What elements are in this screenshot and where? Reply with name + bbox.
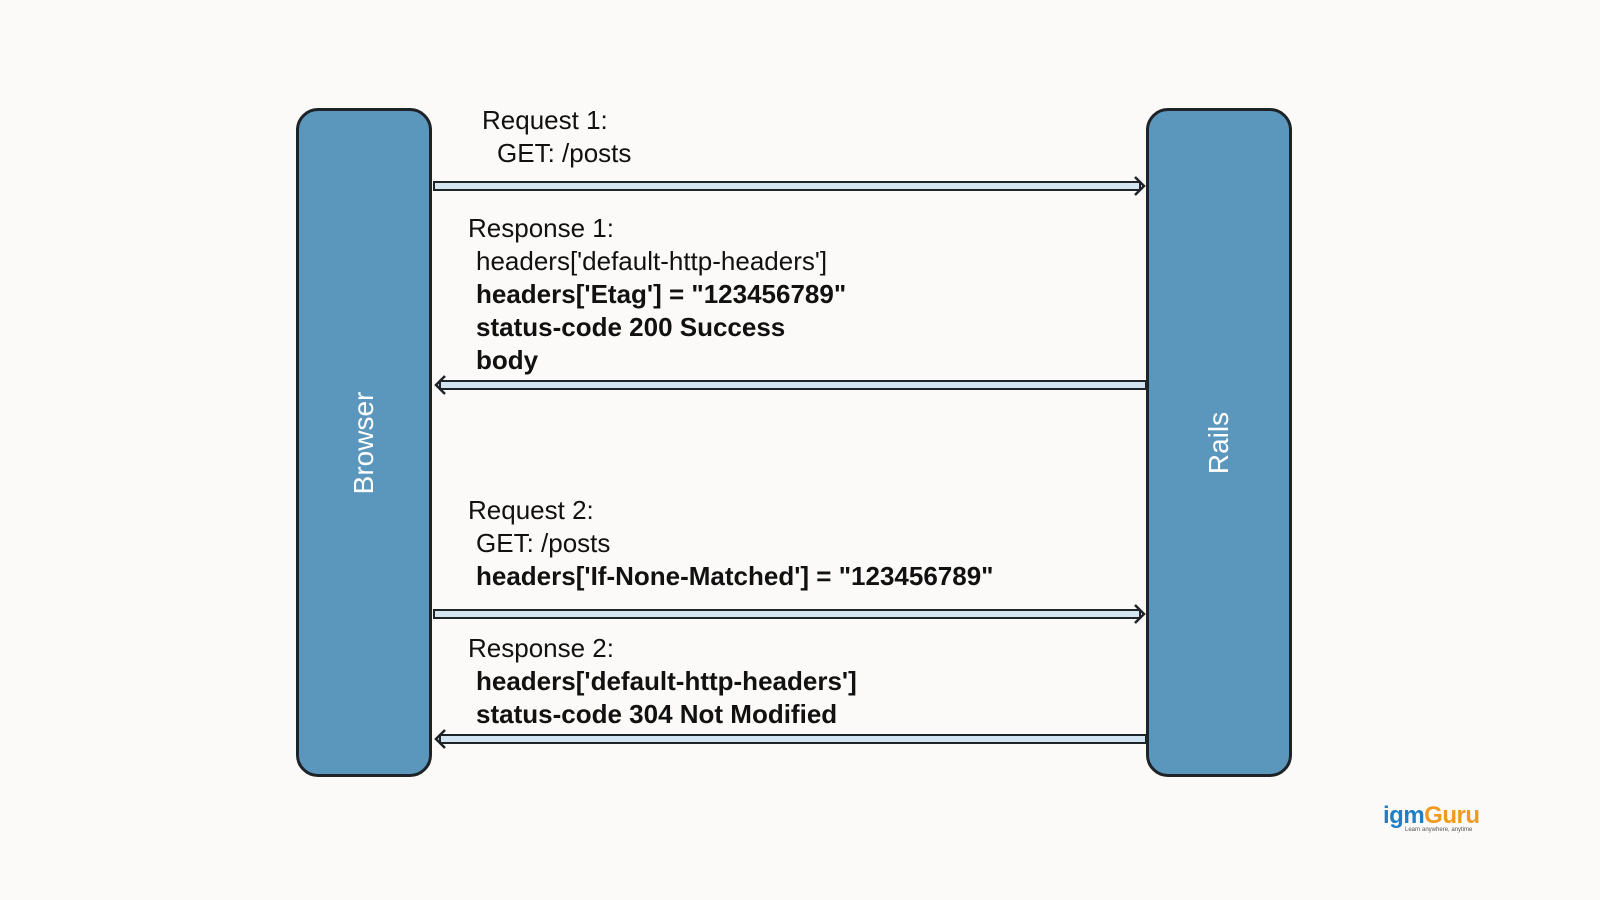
logo-tagline: Learn anywhere, anytime xyxy=(1405,827,1473,833)
response-1-line: headers['default-http-headers'] xyxy=(476,246,828,276)
request-2-title: Request 2: xyxy=(468,495,594,525)
response-1-line: status-code 200 Success xyxy=(476,312,786,342)
arrow-request-1 xyxy=(433,176,1146,196)
response-2-label: Response 2: headers['default-http-header… xyxy=(468,632,857,731)
arrow-response-2 xyxy=(434,729,1147,749)
igmguru-logo: igmGuru Learn anywhere, anytime xyxy=(1383,802,1480,833)
request-2-line: GET: /posts xyxy=(476,528,611,558)
request-1-line: GET: /posts xyxy=(497,138,632,168)
arrow-response-1 xyxy=(434,375,1147,395)
request-2-line: headers['If-None-Matched'] = "123456789" xyxy=(476,561,994,591)
rails-lane: Rails xyxy=(1146,108,1292,777)
browser-lane: Browser xyxy=(296,108,432,777)
response-2-line: status-code 304 Not Modified xyxy=(476,699,838,729)
response-2-title: Response 2: xyxy=(468,633,614,663)
request-1-title: Request 1: xyxy=(482,105,608,135)
response-1-title: Response 1: xyxy=(468,213,614,243)
request-1-label: Request 1: GET: /posts xyxy=(482,104,631,170)
request-2-label: Request 2: GET: /posts headers['If-None-… xyxy=(468,494,994,593)
response-1-label: Response 1: headers['default-http-header… xyxy=(468,212,846,377)
arrow-request-2 xyxy=(433,604,1146,624)
response-2-line: headers['default-http-headers'] xyxy=(476,666,857,696)
response-1-line: body xyxy=(476,345,539,375)
logo-text-igm: igm xyxy=(1383,802,1425,829)
response-1-line: headers['Etag'] = "123456789" xyxy=(476,279,847,309)
logo-text-guru: Guru xyxy=(1424,802,1480,829)
